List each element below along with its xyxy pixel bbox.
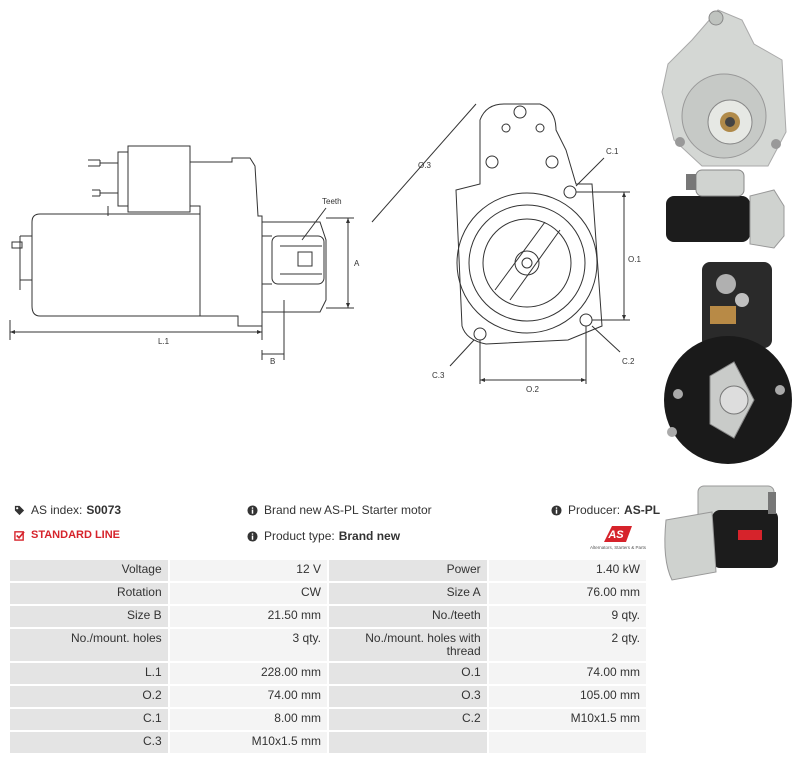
hole-c1	[563, 185, 577, 199]
producer-label: Producer:	[568, 503, 621, 517]
spec-value: 21.50 mm	[167, 604, 329, 629]
photo-angle-view	[664, 485, 778, 581]
solenoid-body	[127, 145, 191, 213]
product-description: Brand new AS-PL Starter motor	[264, 503, 432, 517]
spec-value: 3 qty.	[167, 627, 329, 663]
spec-value: 74.00 mm	[486, 661, 649, 686]
spec-value: M10x1.5 mm	[167, 730, 329, 755]
description-row: Brand new AS-PL Starter motor	[247, 503, 432, 517]
label-a: A	[354, 259, 360, 268]
spec-key: Size B	[8, 604, 170, 629]
spec-value: 1.40 kW	[486, 558, 649, 583]
label-o3: O.3	[418, 161, 431, 170]
spec-key: Voltage	[8, 558, 170, 583]
label-c1: C.1	[606, 147, 619, 156]
logo-mark-text: AS	[607, 529, 624, 541]
spec-key: No./teeth	[326, 604, 489, 629]
spec-key: Rotation	[8, 581, 170, 606]
spec-value: 228.00 mm	[167, 661, 329, 686]
spec-value: 8.00 mm	[167, 707, 329, 732]
spec-key: Power	[326, 558, 489, 583]
as-logo-mark: AS	[604, 526, 632, 542]
front-flange	[455, 103, 603, 345]
spec-key: Size A	[326, 581, 489, 606]
label-o2: O.2	[526, 385, 539, 394]
label-o1: O.1	[628, 255, 641, 264]
spec-key: No./mount. holes with thread	[326, 627, 489, 663]
spec-key: C.3	[8, 730, 170, 755]
spec-value: 74.00 mm	[167, 684, 329, 709]
spec-key: O.2	[8, 684, 170, 709]
product-photos	[661, 9, 792, 581]
spec-key	[326, 730, 489, 755]
label-teeth: Teeth	[322, 197, 342, 206]
spec-value	[486, 730, 649, 755]
label-b: B	[270, 357, 275, 366]
product-line-label: STANDARD LINE	[31, 529, 121, 541]
as-index-value: S0073	[86, 503, 122, 517]
logo-tagline: Alternators, Starters & Parts	[589, 545, 647, 550]
front-flange-bore	[456, 192, 598, 334]
photo-front-view	[661, 9, 787, 167]
motor-housing	[31, 157, 263, 327]
spec-value: 76.00 mm	[486, 581, 649, 606]
photo-rear-view	[664, 262, 792, 464]
product-info: AS index: S0073 STANDARD LINE Brand new …	[14, 503, 660, 553]
spec-key: No./mount. holes	[8, 627, 170, 663]
photo-side-view	[666, 169, 785, 249]
spec-value: 105.00 mm	[486, 684, 649, 709]
spec-value: 12 V	[167, 558, 329, 583]
product-line-row: STANDARD LINE	[14, 529, 120, 541]
hole-c2	[579, 313, 593, 327]
pinion-gear	[271, 235, 325, 285]
producer-row: Producer: AS-PL	[551, 503, 660, 517]
spec-key: L.1	[8, 661, 170, 686]
spec-value: 9 qty.	[486, 604, 649, 629]
spec-key: C.2	[326, 707, 489, 732]
product-type-value: Brand new	[338, 529, 401, 543]
as-index-row: AS index: S0073	[14, 503, 121, 517]
hole-c3	[473, 327, 487, 341]
technical-drawing: Teeth A B L.1 O.1 O.2 O.3 C.1 C.2 C.3	[9, 103, 641, 394]
spec-key: O.1	[326, 661, 489, 686]
label-c3: C.3	[432, 371, 445, 380]
spec-value: CW	[167, 581, 329, 606]
label-c2: C.2	[622, 357, 635, 366]
producer-value: AS-PL	[624, 503, 661, 517]
spec-key: O.3	[326, 684, 489, 709]
as-pl-logo: AS Alternators, Starters & Parts	[584, 524, 652, 554]
info-icon	[551, 504, 562, 516]
checkbox-checked-icon	[14, 530, 25, 541]
spec-value: M10x1.5 mm	[486, 707, 649, 732]
info-icon	[247, 504, 258, 516]
product-type-row: Product type: Brand new	[247, 529, 400, 543]
tag-icon	[14, 505, 25, 515]
as-index-label: AS index:	[31, 503, 83, 517]
product-type-label: Product type:	[264, 529, 335, 543]
spec-key: C.1	[8, 707, 170, 732]
label-l1: L.1	[158, 337, 170, 346]
spec-value: 2 qty.	[486, 627, 649, 663]
info-icon	[247, 530, 258, 542]
